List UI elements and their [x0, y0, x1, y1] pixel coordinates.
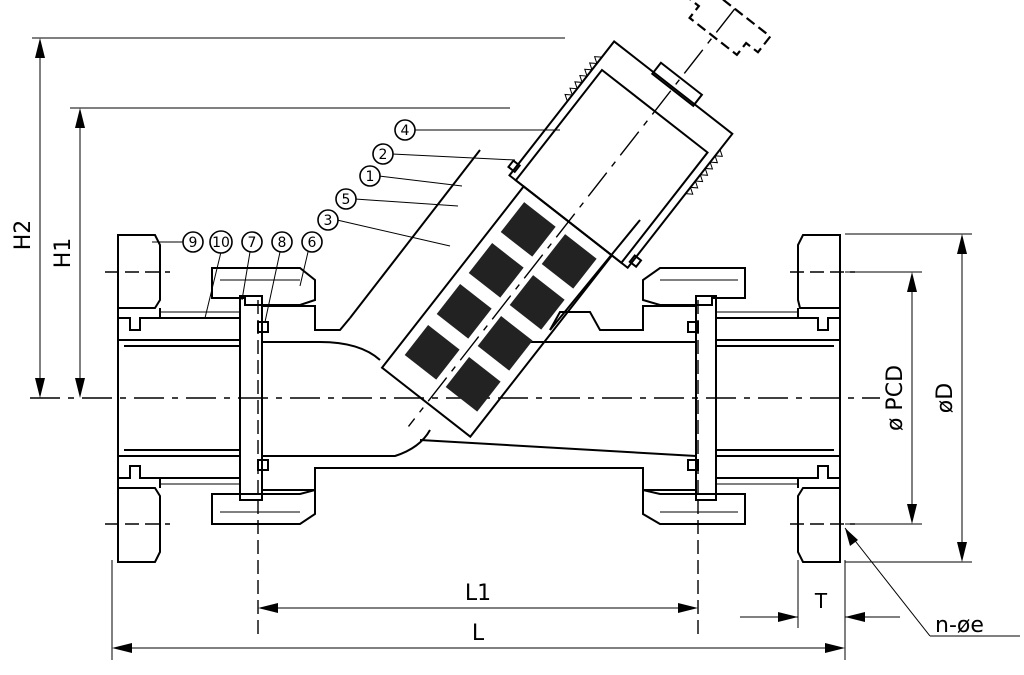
dim-l1: L1: [258, 581, 698, 613]
balloon-3: 3: [317, 209, 451, 247]
balloon-6-text: 6: [308, 235, 317, 251]
balloon-2-text: 2: [379, 147, 388, 163]
balloon-4-text: 4: [401, 123, 410, 139]
left-tube: [118, 308, 241, 488]
od-label: øD: [933, 383, 958, 413]
l-label: L: [472, 621, 485, 646]
balloon-1: 1: [359, 165, 463, 187]
housing-right-wall: [549, 219, 641, 331]
balloon-10: 10: [204, 230, 233, 319]
dim-l: L: [111, 560, 846, 660]
dim-h2: H2: [11, 37, 565, 398]
balloon-7-text: 7: [248, 235, 257, 251]
dim-pcd: ø PCD: [845, 271, 922, 525]
h1-label: H1: [51, 238, 76, 269]
l1-label: L1: [465, 581, 491, 606]
holes-leader: n-øe: [844, 527, 1020, 638]
holes-label: n-øe: [935, 613, 984, 638]
balloon-2: 2: [372, 143, 516, 165]
balloon-6: 6: [299, 231, 323, 287]
h2-label: H2: [11, 220, 36, 251]
balloon-10-text: 10: [212, 235, 230, 251]
dim-h1: H1: [51, 107, 510, 398]
housing-left-wall: [349, 149, 481, 319]
left-body-pipe: [262, 305, 431, 491]
left-union-nut: [211, 267, 316, 640]
balloon-7: 7: [241, 231, 263, 301]
dim-t: T: [740, 560, 900, 628]
right-flange: [790, 234, 855, 563]
balloon-3-text: 3: [324, 213, 333, 229]
balloon-8-text: 8: [278, 235, 287, 251]
dim-od: øD: [845, 233, 972, 563]
balloon-9: 9: [152, 231, 204, 253]
balloon-1-text: 1: [366, 169, 375, 185]
pcd-label: ø PCD: [883, 365, 908, 431]
balloon-8: 8: [264, 231, 293, 323]
balloon-5: 5: [335, 188, 459, 210]
right-body-pipe: [400, 305, 697, 491]
strainer-housing: [380, 0, 772, 439]
balloon-5-text: 5: [342, 192, 351, 208]
t-label: T: [814, 589, 828, 613]
balloon-9-text: 9: [189, 235, 198, 251]
left-flange: [105, 234, 170, 563]
balloon-4: 4: [394, 119, 560, 141]
